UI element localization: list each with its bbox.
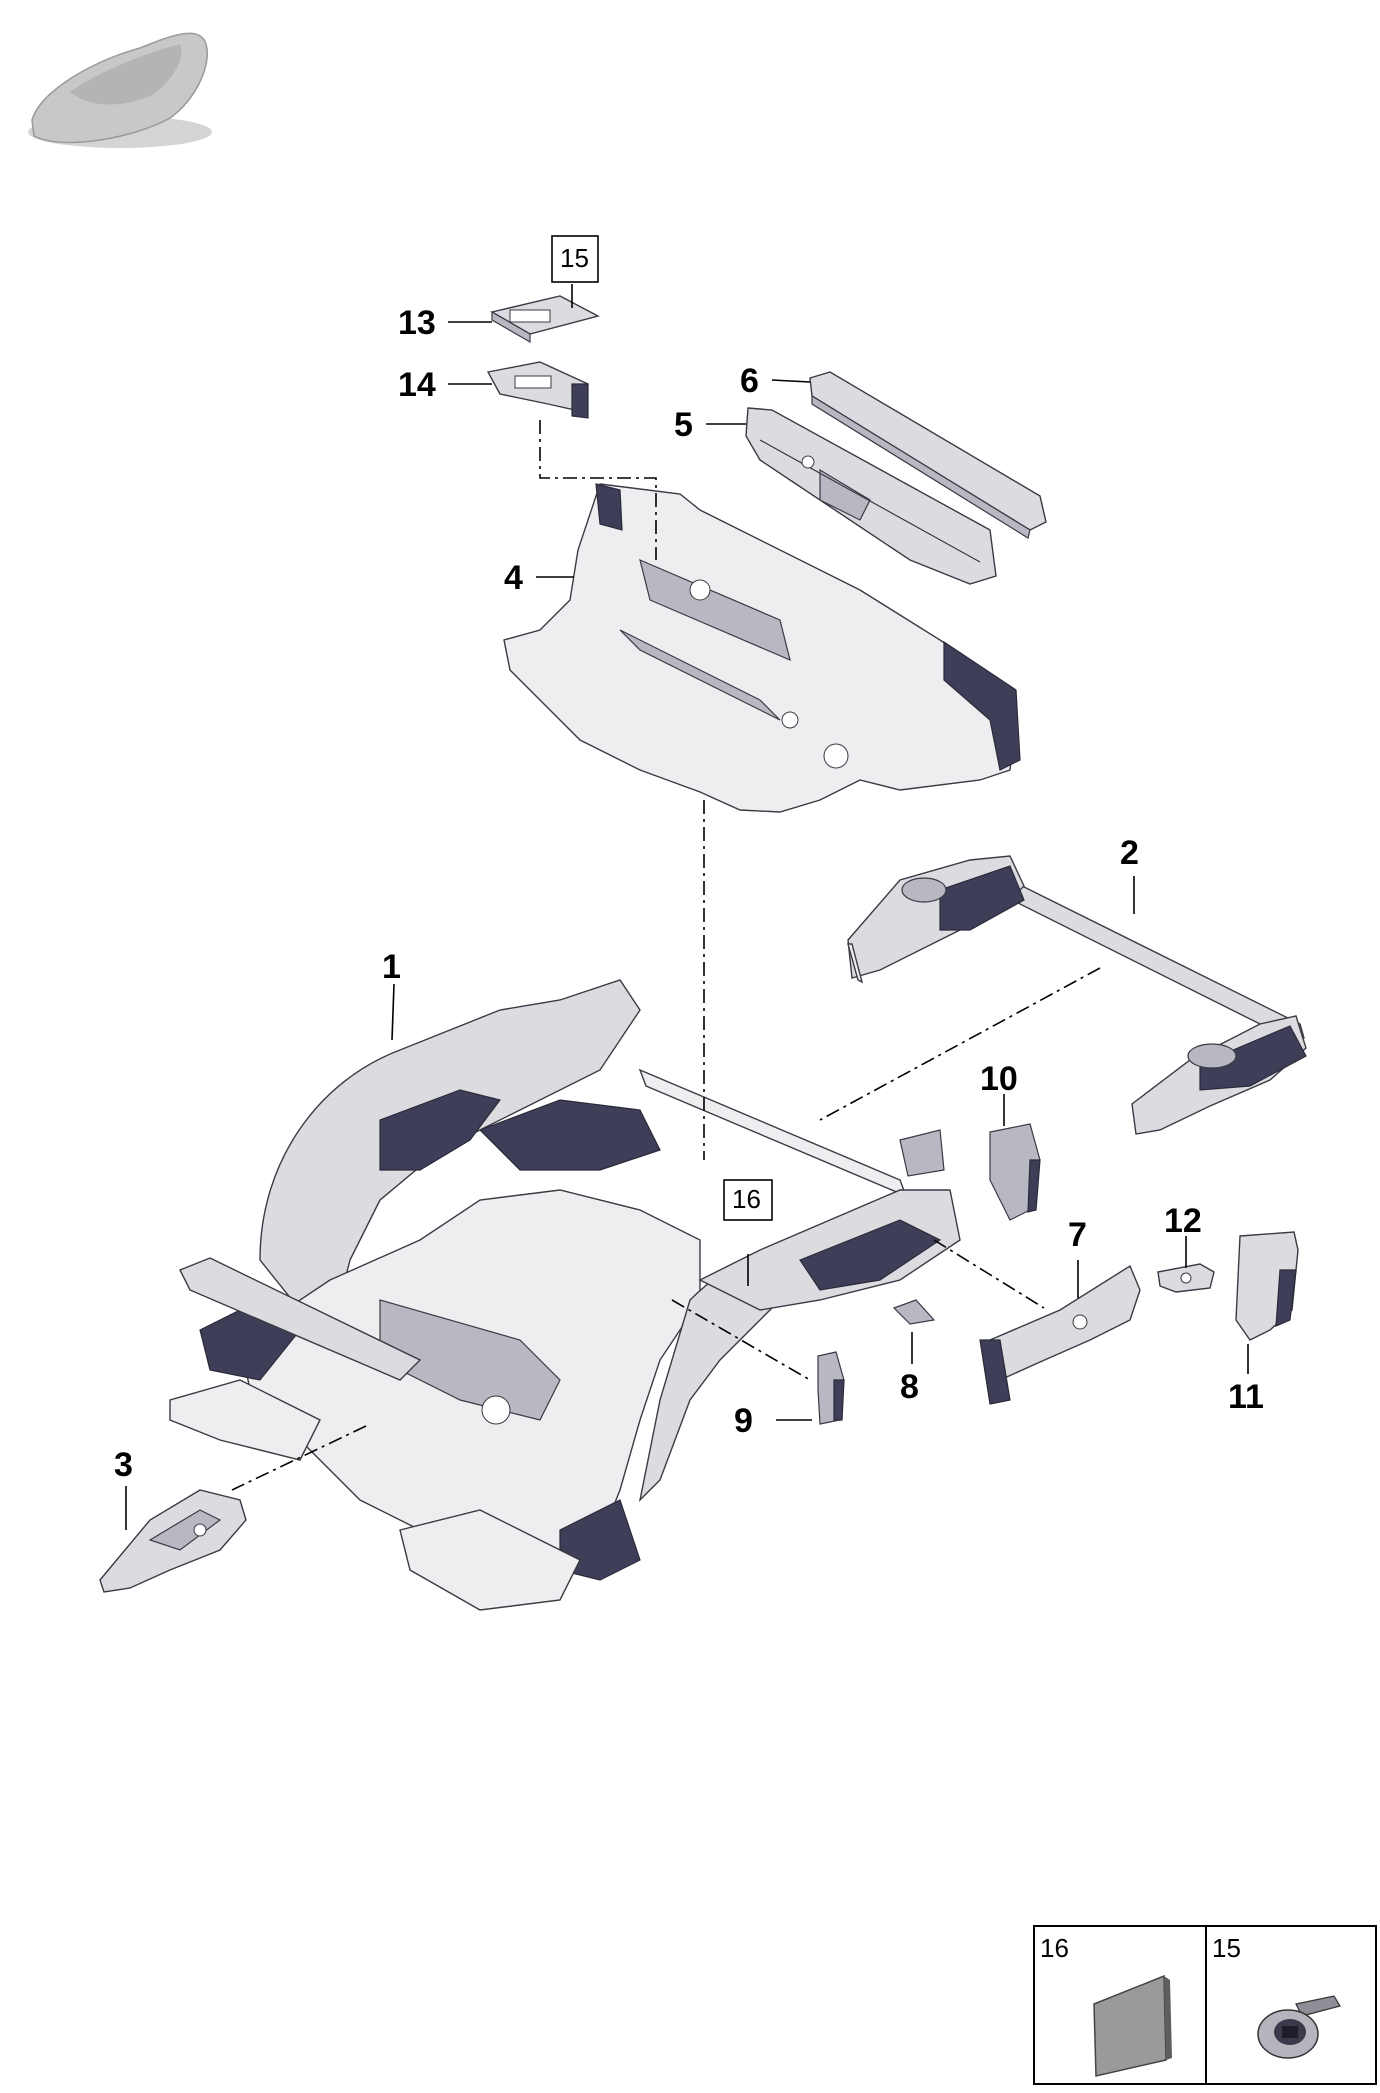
part-3-bracket bbox=[99, 1489, 247, 1593]
part-10-bracket bbox=[989, 1123, 1041, 1221]
boxed-ref-15: 15 bbox=[551, 235, 599, 283]
part-8-clip bbox=[892, 1299, 936, 1325]
callout-8: 8 bbox=[900, 1368, 919, 1406]
callout-7: 7 bbox=[1068, 1216, 1087, 1254]
callout-11: 11 bbox=[1228, 1378, 1264, 1416]
part-4-rear-floor bbox=[503, 483, 1021, 813]
legend-table: 16 15 bbox=[1033, 1925, 1377, 2085]
part-7-bracket bbox=[979, 1264, 1141, 1405]
part-9-bracket bbox=[817, 1351, 845, 1425]
flange-screw-icon bbox=[1257, 1995, 1341, 2059]
car-thumbnail-icon bbox=[28, 32, 212, 148]
part-12-clip bbox=[1157, 1263, 1215, 1293]
callout-14: 14 bbox=[398, 366, 436, 404]
callout-9: 9 bbox=[734, 1402, 753, 1440]
callout-3: 3 bbox=[114, 1446, 133, 1484]
boxed-ref-16: 16 bbox=[723, 1179, 773, 1221]
callout-12: 12 bbox=[1164, 1202, 1202, 1240]
callout-4: 4 bbox=[504, 559, 523, 597]
legend-cell-15-label: 15 bbox=[1212, 1933, 1241, 1963]
part-2-cross-member bbox=[847, 855, 1307, 1135]
part-5-rear-panel bbox=[745, 407, 997, 585]
callout-13: 13 bbox=[398, 304, 436, 342]
callout-6: 6 bbox=[740, 362, 759, 400]
part-13-bracket bbox=[490, 295, 600, 344]
boxed-ref-15-label: 15 bbox=[560, 243, 589, 273]
callout-5: 5 bbox=[674, 406, 693, 444]
legend-cell-16-label: 16 bbox=[1040, 1933, 1069, 1963]
callout-10: 10 bbox=[980, 1060, 1018, 1098]
part-11-bracket bbox=[1235, 1231, 1299, 1341]
part-6-rear-bar bbox=[809, 371, 1047, 539]
callout-2: 2 bbox=[1120, 834, 1139, 872]
part-14-bracket bbox=[486, 361, 589, 419]
callout-1: 1 bbox=[382, 948, 401, 986]
part-1-floor-assembly bbox=[169, 979, 961, 1611]
sealing-patch-icon bbox=[1093, 1974, 1172, 2077]
boxed-ref-16-label: 16 bbox=[732, 1184, 761, 1214]
